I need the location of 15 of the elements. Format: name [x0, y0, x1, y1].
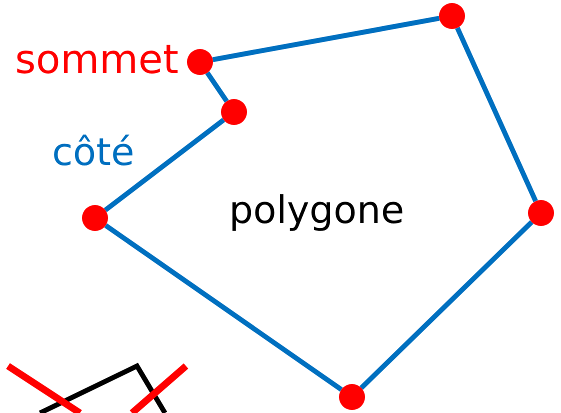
- side-label: côté: [52, 133, 134, 171]
- polygon-side: [205, 71, 229, 103]
- polygon-side: [104, 118, 226, 212]
- vertex-dot: [221, 99, 247, 125]
- vertex-dot: [439, 3, 465, 29]
- vertex-dot: [187, 49, 213, 75]
- polygon-side: [455, 26, 538, 202]
- polygon-label: polygone: [229, 191, 404, 229]
- polygon-side: [104, 223, 343, 392]
- polygon-side: [360, 220, 534, 390]
- vertex-dot: [82, 205, 108, 231]
- vertex-dot: [339, 384, 365, 410]
- polygon-side: [212, 16, 440, 62]
- vertex-label: sommet: [15, 40, 179, 80]
- vertex-dot: [528, 200, 554, 226]
